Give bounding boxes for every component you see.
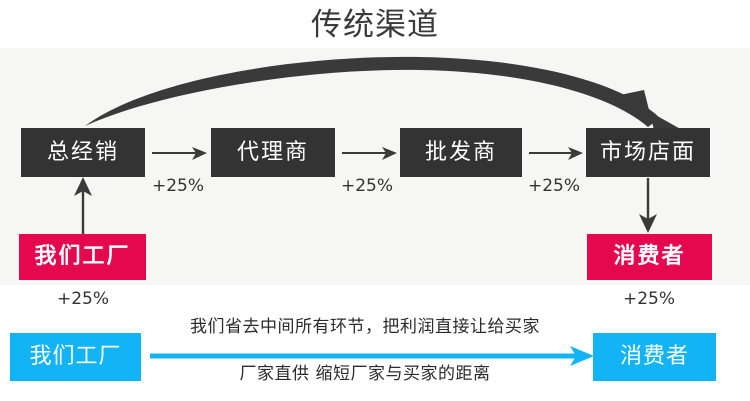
markup-label-2: +25% (340, 176, 394, 196)
markup-label-3: +25% (527, 176, 581, 196)
direct-channel-from[interactable]: 我们工厂 (10, 333, 141, 381)
chain-endpoint-our-factory[interactable]: 我们工厂 (19, 234, 146, 280)
chain-box-retail-store[interactable]: 市场店面 (586, 128, 710, 177)
chain-box-wholesaler[interactable]: 批发商 (400, 128, 522, 177)
markup-label-5: +25% (622, 289, 676, 309)
page-title: 传统渠道 (311, 7, 439, 43)
direct-channel-to[interactable]: 消费者 (593, 333, 716, 381)
chain-box-general-distributor[interactable]: 总经销 (21, 128, 145, 177)
direct-channel-caption-bottom: 厂家直供 缩短厂家与买家的距离 (239, 364, 491, 384)
chain-box-agent[interactable]: 代理商 (211, 128, 335, 177)
markup-label-1: +25% (151, 176, 205, 196)
direct-channel-caption-top: 我们省去中间所有环节，把利润直接让给买家 (190, 317, 540, 337)
chain-endpoint-consumer[interactable]: 消费者 (587, 234, 712, 280)
markup-label-4: +25% (56, 289, 110, 309)
